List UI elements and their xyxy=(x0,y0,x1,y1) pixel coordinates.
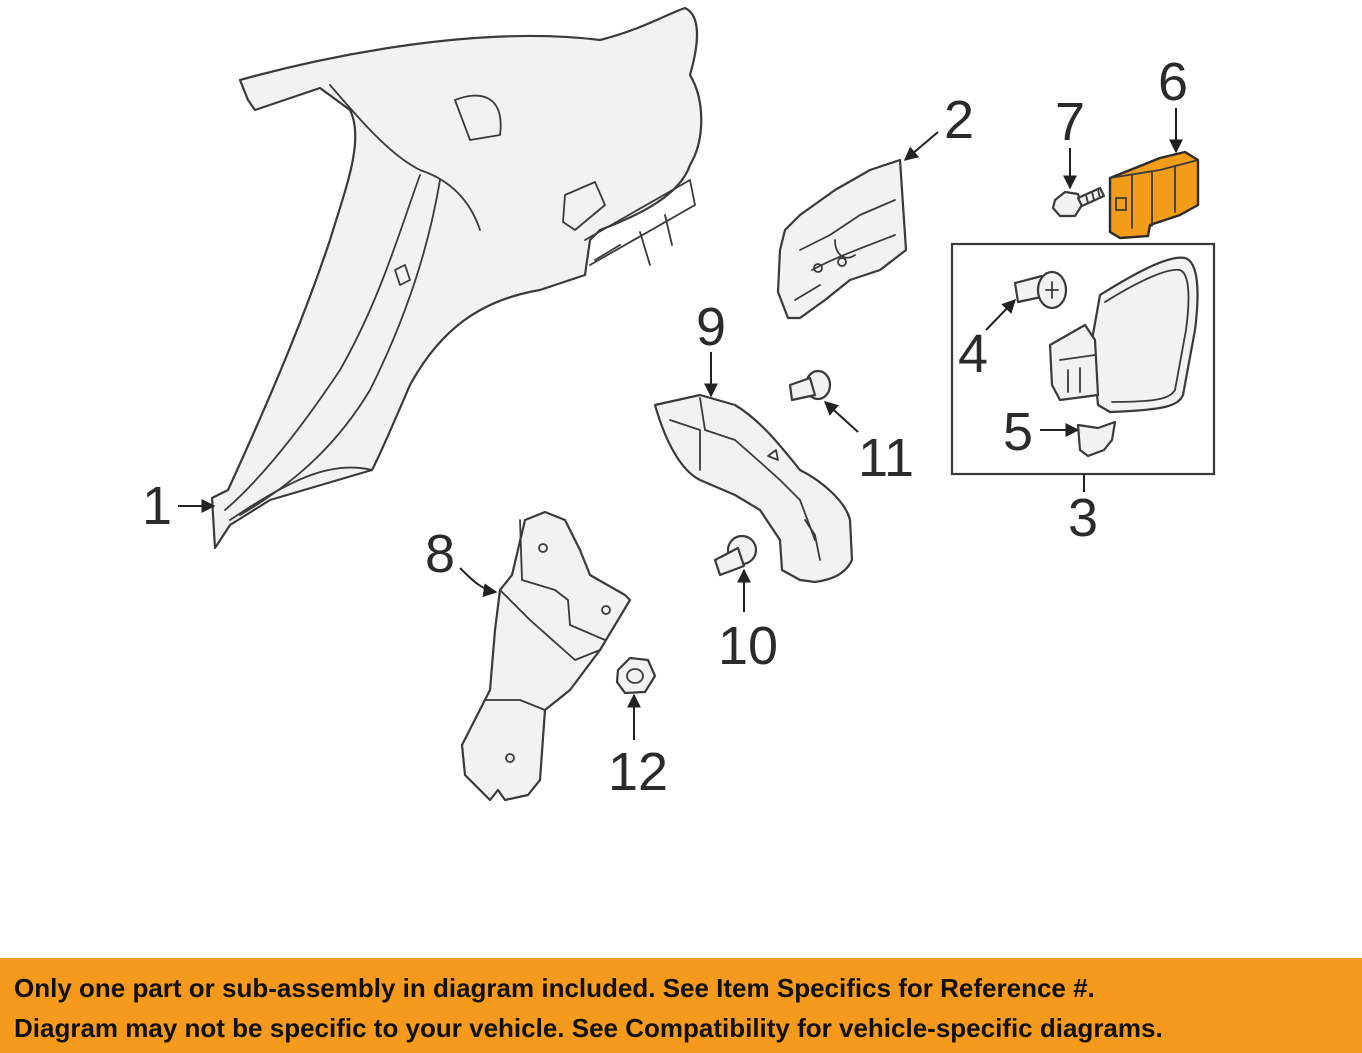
leader-11 xyxy=(823,401,859,433)
screw-4-part xyxy=(1013,270,1068,310)
fuel-door-part xyxy=(1048,256,1199,414)
parts-diagram: 1 2 3 4 5 6 7 8 9 10 11 12 xyxy=(142,6,1216,802)
clip-10-part xyxy=(713,534,758,577)
disclaimer-line-2: Diagram may not be specific to your vehi… xyxy=(14,1013,1163,1043)
disclaimer-banner: Only one part or sub-assembly in diagram… xyxy=(0,958,1362,1053)
callout-2: 2 xyxy=(944,90,974,150)
callout-12: 12 xyxy=(608,742,668,802)
callout-5: 5 xyxy=(1003,402,1033,462)
callout-10: 10 xyxy=(718,616,778,676)
callout-8: 8 xyxy=(425,524,455,584)
quarter-panel-part xyxy=(210,6,703,550)
bolt-7-part xyxy=(1051,186,1106,218)
callout-1: 1 xyxy=(142,476,172,536)
highlighted-hinge-part xyxy=(1108,150,1200,240)
callout-3: 3 xyxy=(1068,488,1098,548)
splash-shield-part xyxy=(460,510,632,802)
bumper-5-part xyxy=(1076,420,1117,458)
callout-11: 11 xyxy=(858,428,914,488)
callout-4: 4 xyxy=(958,324,988,384)
leader-4 xyxy=(985,298,1016,331)
callout-6: 6 xyxy=(1158,52,1188,112)
nut-12-part xyxy=(615,656,657,695)
leader-8 xyxy=(459,567,498,598)
wheel-liner-part xyxy=(653,393,854,584)
disclaimer-line-1: Only one part or sub-assembly in diagram… xyxy=(14,973,1095,1003)
callout-9: 9 xyxy=(696,297,726,357)
leader-2 xyxy=(903,131,939,161)
bracket-panel-part xyxy=(776,158,908,320)
callout-7: 7 xyxy=(1055,92,1085,152)
clip-11-part xyxy=(788,369,832,402)
